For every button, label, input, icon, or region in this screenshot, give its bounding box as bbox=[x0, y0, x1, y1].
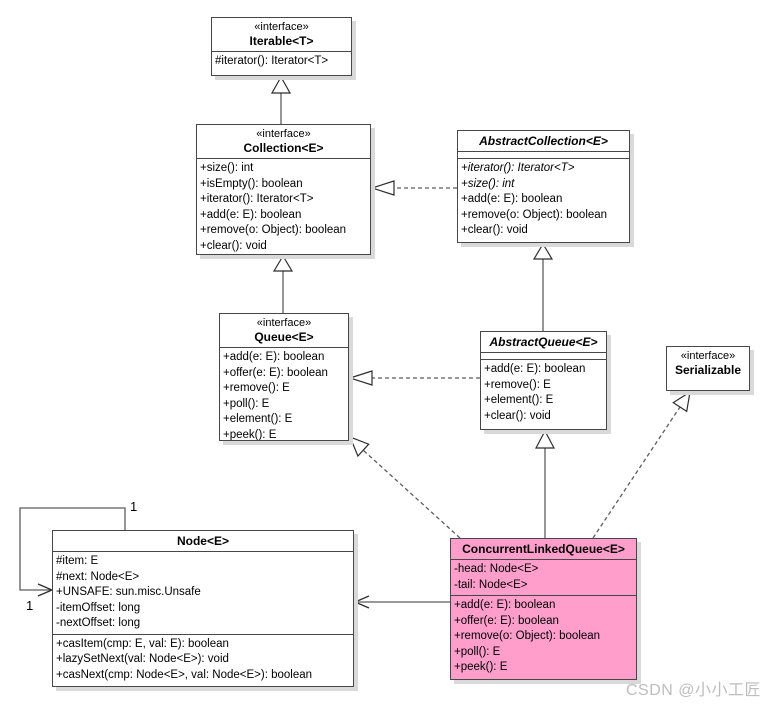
method: +iterator(): Iterator<T> bbox=[200, 193, 314, 205]
method: +add(e: E): boolean bbox=[454, 599, 556, 611]
method: +size(): int bbox=[200, 162, 254, 174]
stereotype-label: «interface» bbox=[256, 317, 312, 329]
method: +offer(e: E): boolean bbox=[223, 366, 328, 379]
class-header: «interface» Collection<E> bbox=[197, 125, 370, 158]
class-abstract-collection: AbstractCollection<E> +iterator(): Itera… bbox=[457, 130, 630, 243]
method: +clear(): void bbox=[461, 224, 528, 236]
class-name: Queue<E> bbox=[254, 330, 314, 344]
attribute: #next: Node<E> bbox=[56, 570, 140, 583]
class-queue: «interface» Queue<E> +add(e: E): boolean… bbox=[219, 313, 349, 441]
generalization-collection-to-iterable bbox=[270, 75, 292, 124]
class-serializable: «interface» Serializable bbox=[666, 346, 750, 391]
methods-section: +casItem(cmp: E, val: E): boolean +lazyS… bbox=[53, 633, 353, 686]
method: +lazySetNext(val: Node<E>): void bbox=[56, 653, 229, 665]
class-header: ConcurrentLinkedQueue<E> bbox=[451, 539, 636, 559]
class-abstract-queue: AbstractQueue<E> +add(e: E): boolean +re… bbox=[480, 331, 607, 430]
method: +add(e: E): boolean bbox=[484, 363, 586, 375]
methods-section: +size(): int +isEmpty(): boolean +iterat… bbox=[197, 158, 370, 254]
method: +offer(e: E): boolean bbox=[454, 614, 559, 627]
attribute: +UNSAFE: sun.misc.Unsafe bbox=[56, 586, 201, 598]
multiplicity-label-bottom: 1 bbox=[26, 598, 34, 613]
method-abstract: +size(): int bbox=[461, 177, 515, 190]
attribute: -nextOffset: long bbox=[56, 617, 141, 629]
class-concurrent-linked-queue: ConcurrentLinkedQueue<E> -head: Node<E> … bbox=[450, 538, 637, 680]
method: +clear(): void bbox=[200, 239, 267, 252]
class-header: Node<E> bbox=[53, 531, 353, 551]
class-name: Collection<E> bbox=[243, 141, 324, 155]
generalization-abstractqueue-to-abstractcollection bbox=[532, 242, 554, 331]
methods-section: +iterator(): Iterator<T> +size(): int +a… bbox=[458, 158, 629, 241]
realization-clq-to-queue bbox=[348, 435, 461, 539]
class-name: Serializable bbox=[674, 363, 742, 377]
realization-abstractqueue-to-queue bbox=[348, 370, 480, 386]
attributes-section-empty bbox=[458, 151, 629, 158]
association-clq-to-node bbox=[353, 595, 450, 609]
method: +remove(): E bbox=[484, 378, 551, 391]
stereotype-label: «interface» bbox=[680, 350, 736, 362]
method: +add(e: E): boolean bbox=[223, 351, 325, 363]
class-name: AbstractQueue<E> bbox=[489, 335, 598, 349]
class-name: ConcurrentLinkedQueue<E> bbox=[462, 542, 625, 556]
attribute: -tail: Node<E> bbox=[454, 578, 528, 591]
class-node: Node<E> #item: E #next: Node<E> +UNSAFE:… bbox=[52, 530, 354, 687]
class-collection: «interface» Collection<E> +size(): int +… bbox=[196, 124, 371, 255]
method: +add(e: E): boolean bbox=[200, 208, 302, 221]
method: +remove(o: Object): boolean bbox=[454, 630, 601, 642]
watermark-text: CSDN @小小工匠 bbox=[625, 682, 761, 699]
method: +casNext(cmp: Node<E>, val: Node<E>): bo… bbox=[56, 668, 313, 681]
attribute: #item: E bbox=[56, 555, 99, 567]
class-header: AbstractQueue<E> bbox=[481, 332, 606, 352]
method: +add(e: E): boolean bbox=[461, 193, 563, 205]
realization-abstractcollection-to-collection bbox=[370, 180, 457, 196]
method: +clear(): void bbox=[484, 409, 551, 422]
generalization-clq-to-abstractqueue bbox=[535, 429, 555, 538]
class-name: Iterable<T> bbox=[249, 34, 314, 48]
method: +remove(o: Object): boolean bbox=[461, 208, 608, 221]
attributes-section: -head: Node<E> -tail: Node<E> bbox=[451, 559, 636, 595]
method: +poll(): E bbox=[223, 397, 270, 410]
methods-section: +add(e: E): boolean +offer(e: E): boolea… bbox=[451, 595, 636, 678]
methods-section: +add(e: E): boolean +offer(e: E): boolea… bbox=[220, 347, 348, 441]
method: +casItem(cmp: E, val: E): boolean bbox=[56, 637, 229, 650]
method: +peek(): E bbox=[223, 428, 277, 441]
method: +element(): E bbox=[484, 394, 554, 406]
stereotype-label: «interface» bbox=[254, 21, 309, 33]
generalization-queue-to-collection bbox=[272, 254, 294, 313]
class-iterable: «interface» Iterable<T> #iterator(): Ite… bbox=[211, 17, 352, 76]
class-header: AbstractCollection<E> bbox=[458, 131, 629, 151]
attribute: -head: Node<E> bbox=[454, 563, 539, 575]
attributes-section-empty bbox=[481, 352, 606, 359]
class-name: AbstractCollection<E> bbox=[479, 134, 608, 148]
attribute: -itemOffset: long bbox=[56, 601, 141, 614]
class-header: «interface» Serializable bbox=[667, 347, 749, 380]
multiplicity-label-top: 1 bbox=[130, 499, 138, 514]
method: #iterator(): Iterator<T> bbox=[215, 55, 329, 67]
class-header: «interface» Iterable<T> bbox=[212, 18, 351, 51]
stereotype-label: «interface» bbox=[256, 128, 311, 140]
method: +peek(): E bbox=[454, 661, 508, 673]
class-name: Node<E> bbox=[176, 534, 230, 548]
method: +remove(): E bbox=[223, 382, 290, 394]
method: +remove(o: Object): boolean bbox=[200, 224, 347, 236]
realization-clq-to-serializable bbox=[592, 390, 691, 539]
methods-section: #iterator(): Iterator<T> bbox=[212, 51, 351, 72]
attributes-section: #item: E #next: Node<E> +UNSAFE: sun.mis… bbox=[53, 551, 353, 634]
method: +isEmpty(): boolean bbox=[200, 177, 303, 190]
methods-section: +add(e: E): boolean +remove(): E +elemen… bbox=[481, 359, 606, 426]
class-header: «interface» Queue<E> bbox=[220, 314, 348, 347]
method-abstract: +iterator(): Iterator<T> bbox=[461, 162, 575, 174]
method: +element(): E bbox=[223, 413, 293, 425]
method: +poll(): E bbox=[454, 645, 501, 658]
